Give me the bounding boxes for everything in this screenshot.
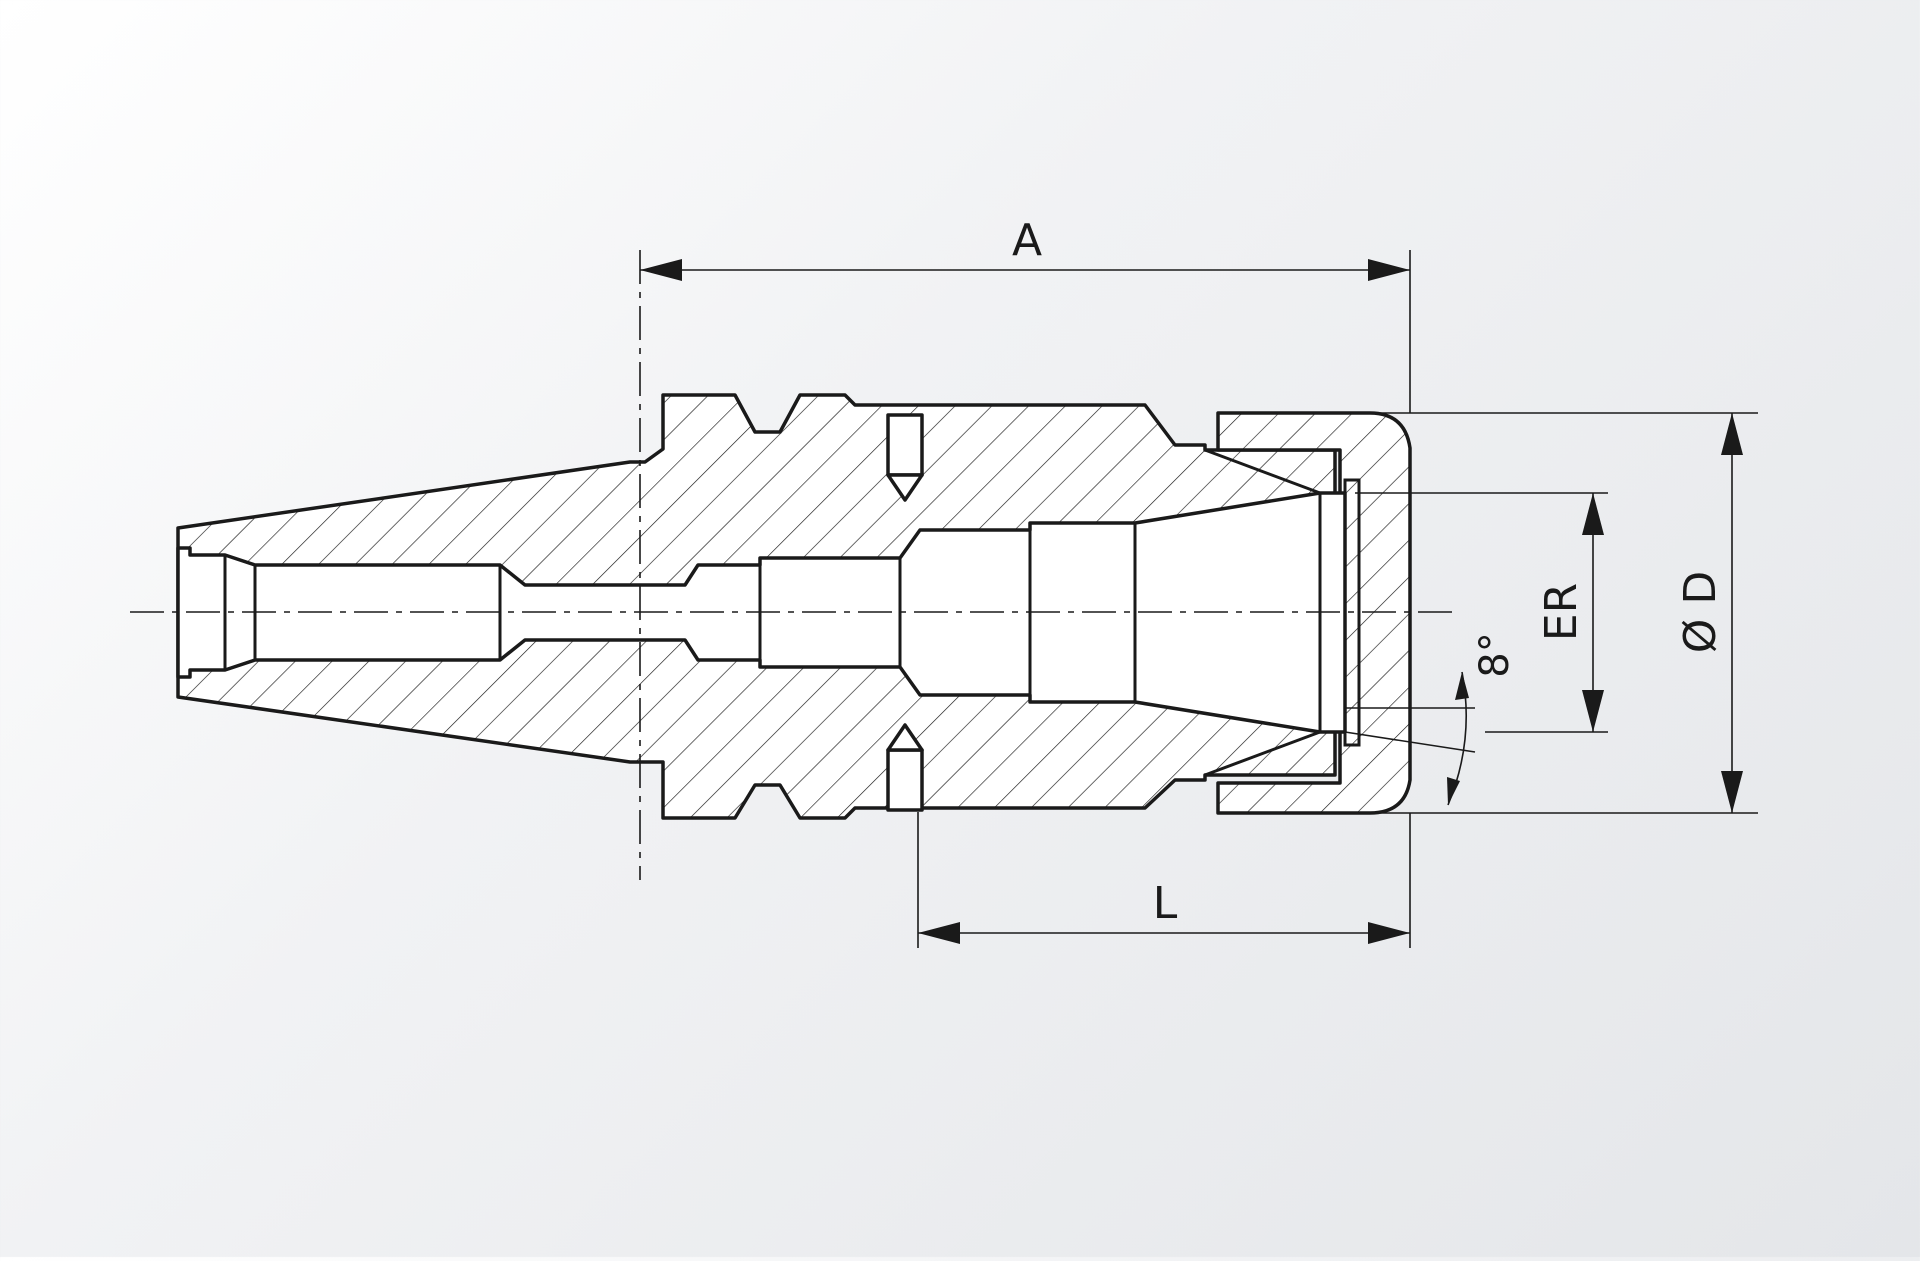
angle-label: 8° (1472, 632, 1518, 677)
drive-pin-upper (886, 413, 924, 477)
collet-taper-lower (1204, 730, 1321, 777)
dim-a-arrow-right (1368, 259, 1410, 281)
drive-pin-upper-tip (886, 473, 924, 502)
dim-er-label: ER (1536, 583, 1587, 641)
dim-er-arrow-top (1582, 493, 1604, 535)
dim-a-arrow-left (640, 259, 682, 281)
clamping-nut-section (1216, 411, 1412, 815)
collet-taper-upper (1204, 448, 1321, 495)
angle-arrow-top (1455, 672, 1469, 700)
dim-er-arrow-bottom (1582, 690, 1604, 732)
angle-arrow-bottom (1447, 777, 1460, 805)
dim-d-label: Ø D (1675, 571, 1726, 654)
dim-l-arrow-left (918, 922, 960, 944)
dim-a-label: A (1012, 215, 1042, 266)
angle-taper-line (1344, 731, 1476, 753)
collet-ring (1343, 478, 1361, 747)
drive-pin-lower-tip (886, 723, 924, 752)
drive-pin-lower (886, 748, 924, 812)
dim-d-arrow-top (1721, 413, 1743, 455)
dim-d-arrow-bottom (1721, 771, 1743, 813)
dim-l-label: L (1153, 878, 1178, 929)
dim-l-arrow-right (1368, 922, 1410, 944)
